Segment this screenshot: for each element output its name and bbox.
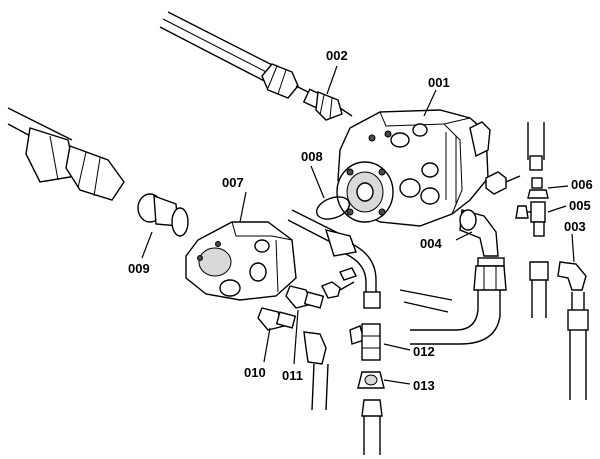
left-hose-009	[7, 107, 189, 237]
pump-001	[336, 109, 521, 227]
leader-lines	[141, 65, 575, 385]
callout-005: 005	[569, 198, 591, 213]
callout-007: 007	[222, 175, 244, 190]
rigid-tube	[287, 209, 381, 309]
o-ring-008	[315, 196, 351, 220]
callout-003: 003	[564, 219, 586, 234]
elbow-004-assembly	[399, 209, 507, 345]
callout-001: 001	[428, 75, 450, 90]
bolt-small	[321, 267, 357, 299]
callout-012: 012	[413, 344, 435, 359]
callout-011: 011	[282, 368, 303, 383]
callout-009: 009	[128, 261, 150, 276]
fittings-012-013	[349, 323, 385, 455]
callout-013: 013	[413, 378, 435, 393]
callout-004: 004	[420, 236, 442, 251]
fitting-002	[302, 88, 353, 121]
fittings-010-011	[257, 285, 329, 411]
callout-002: 002	[326, 48, 348, 63]
right-hose-assembly	[515, 122, 589, 400]
callout-006: 006	[571, 177, 593, 192]
upper-hose	[159, 11, 309, 99]
callout-labels: 001 002 003 004 005 006 007 008 009 010 …	[128, 48, 593, 393]
callout-010: 010	[244, 365, 266, 380]
pump-007	[185, 221, 297, 301]
callout-008: 008	[301, 149, 323, 164]
